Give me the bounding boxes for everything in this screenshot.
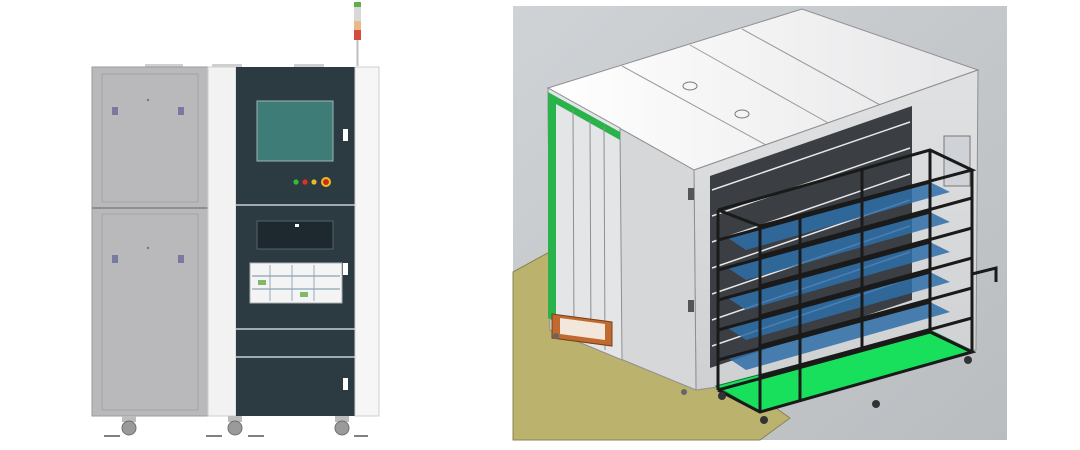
indicator-green-icon bbox=[293, 179, 299, 185]
indicator-red-icon bbox=[302, 179, 308, 185]
chamber-feet bbox=[553, 333, 687, 395]
touch-screen bbox=[256, 100, 334, 162]
rack-cart bbox=[714, 148, 998, 424]
signal-tower bbox=[354, 2, 361, 66]
chamber-front bbox=[547, 87, 697, 391]
door-seal bbox=[548, 92, 620, 322]
left-cabinet bbox=[91, 66, 209, 417]
latch-icon bbox=[112, 255, 118, 263]
panel-handle bbox=[343, 378, 348, 390]
roof-fittings bbox=[145, 64, 324, 68]
middle-column bbox=[207, 66, 237, 417]
latch-icon bbox=[178, 255, 184, 263]
rack-window bbox=[249, 262, 343, 304]
latch-icon bbox=[178, 107, 184, 115]
front-view-panel bbox=[91, 2, 380, 437]
cart-trays bbox=[728, 182, 950, 370]
latch-icon bbox=[112, 107, 118, 115]
isometric-view-panel bbox=[512, 6, 1007, 441]
hinge-icon bbox=[688, 300, 694, 312]
indicator-yellow-icon bbox=[311, 179, 317, 185]
casters bbox=[104, 416, 368, 437]
hinge-icon bbox=[688, 188, 694, 200]
control-panel bbox=[236, 67, 355, 416]
side-panel-window bbox=[943, 135, 971, 187]
right-column bbox=[354, 66, 380, 417]
panel-handle bbox=[343, 129, 348, 141]
panel-handle bbox=[343, 263, 348, 275]
cart-wheels bbox=[718, 356, 972, 424]
cart-frame bbox=[716, 148, 998, 414]
